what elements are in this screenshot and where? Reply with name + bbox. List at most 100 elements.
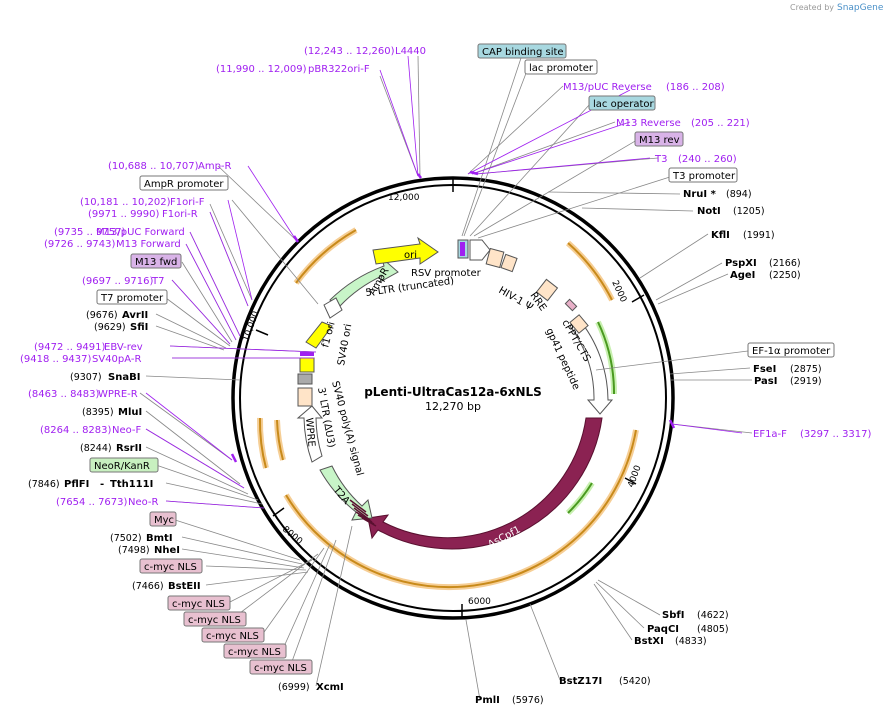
neo-r-pos: (7654 .. 7673) bbox=[56, 497, 128, 508]
m13puc-rev-pos: (186 .. 208) bbox=[666, 82, 725, 93]
credit-prefix: Created by bbox=[790, 3, 834, 12]
wpre-label: WPRE bbox=[303, 417, 317, 447]
agei-pos: (2250) bbox=[769, 270, 801, 281]
avrii-pos: (9676) bbox=[86, 310, 118, 321]
pflfi-sep: - bbox=[100, 479, 104, 490]
sfii-pos: (9629) bbox=[94, 322, 126, 333]
sbfi-pos: (4622) bbox=[697, 610, 729, 621]
t7-name: T7 bbox=[151, 276, 164, 287]
hiv-label: HIV-1 Ψ bbox=[497, 285, 535, 313]
lac-operator-box bbox=[588, 95, 656, 111]
gp41-arrow bbox=[569, 317, 614, 415]
neor-box bbox=[89, 457, 159, 473]
agei-name: AgeI bbox=[730, 270, 755, 281]
ampr-promoter-shape bbox=[323, 297, 343, 319]
cmyc-nls-box-6 bbox=[249, 659, 313, 675]
kfli-pos: (1991) bbox=[743, 230, 775, 241]
xcmi-pos: (6999) bbox=[278, 682, 310, 693]
t7-promoter-box bbox=[96, 289, 168, 305]
bstxi-name: BstXI bbox=[634, 636, 664, 647]
m13-forward-pos: (9726 .. 9743) bbox=[44, 239, 116, 250]
pspxi-pos: (2166) bbox=[769, 258, 801, 269]
bstz17i-name: BstZ17I bbox=[559, 676, 602, 687]
ltr3-box bbox=[297, 387, 313, 407]
fsei-name: FseI bbox=[753, 364, 776, 375]
t7-promoter-label: T7 promoter bbox=[100, 293, 164, 304]
rsrii-pos: (8244) bbox=[80, 443, 112, 454]
cmyc-nls-label-2: c-myc NLS bbox=[172, 599, 225, 610]
f1ori-arrow bbox=[305, 321, 333, 349]
cmyc-nls-label-5: c-myc NLS bbox=[228, 647, 281, 658]
bstz17i-pos: (5420) bbox=[619, 676, 651, 687]
nrui-name: NruI * bbox=[683, 189, 717, 200]
bmti-name: BmtI bbox=[146, 533, 173, 544]
sv40pa-label: SV40 poly(A) signal bbox=[329, 380, 365, 477]
paqci-name: PaqCI bbox=[647, 624, 679, 635]
cmyc-nls-box-1 bbox=[139, 558, 203, 574]
f1ori-r-pos: (9971 .. 9990) bbox=[88, 209, 160, 220]
cmyc-nls-label-1: c-myc NLS bbox=[144, 562, 197, 573]
m13puc-rev-name: M13/pUC Reverse bbox=[563, 82, 652, 93]
ampr-p-name: Amp-R bbox=[198, 161, 232, 172]
cppt-box bbox=[564, 298, 578, 312]
m13-fwd-box bbox=[130, 253, 182, 269]
pbr322-pos: (11,990 .. 12,009) bbox=[216, 64, 307, 75]
pmli-name: PmlI bbox=[475, 695, 500, 706]
bmti-pos: (7502) bbox=[110, 533, 142, 544]
ef1a-promoter-box bbox=[747, 342, 835, 358]
wpre-arrow bbox=[296, 405, 324, 463]
cap-binding-box bbox=[477, 43, 567, 59]
green-orf-lines bbox=[567, 321, 616, 514]
credit-brand: SnapGene bbox=[837, 3, 884, 13]
avrii-name: AvrII bbox=[122, 310, 148, 321]
gp41-box bbox=[569, 314, 589, 334]
cmyc-nls-label-3: c-myc NLS bbox=[188, 615, 241, 626]
noti-pos: (1205) bbox=[733, 206, 765, 217]
bstxi-pos: (4833) bbox=[675, 636, 707, 647]
ltr5-box bbox=[485, 247, 505, 269]
ampr-promoter-box bbox=[139, 175, 229, 191]
tick-12000: 12,000 bbox=[388, 193, 420, 203]
tick-6000: 6000 bbox=[468, 597, 491, 607]
neor-label: NeoR/KanR bbox=[94, 461, 150, 472]
sv40ori-label: SV40 ori bbox=[336, 323, 354, 366]
m13-rev-box bbox=[634, 131, 684, 147]
m13-forward-name: M13 Forward bbox=[116, 239, 181, 250]
sbfi-name: SbfI bbox=[662, 610, 684, 621]
ampr-arrow bbox=[329, 256, 399, 307]
t3-pos: (240 .. 260) bbox=[678, 154, 737, 165]
l4440-pos: (12,243 .. 12,260) bbox=[304, 46, 395, 57]
neo-f-name: Neo-F bbox=[112, 425, 142, 436]
hiv-box bbox=[500, 253, 518, 273]
tick-2000: 2000 bbox=[609, 279, 628, 304]
lac-promoter-box bbox=[524, 59, 598, 75]
bsteii-pos: (7466) bbox=[132, 581, 164, 592]
ef1a-f-pos: (3297 .. 3317) bbox=[800, 429, 872, 440]
lac-promoter-label: lac promoter bbox=[529, 63, 594, 74]
t3-promoter-label: T3 promoter bbox=[672, 171, 736, 182]
m13-reverse-name: M13 Reverse bbox=[616, 118, 681, 129]
sv40pa-r-pos: (9418 .. 9437) bbox=[20, 354, 92, 365]
tick-marks bbox=[255, 178, 645, 618]
rsv-label: RSV promoter bbox=[411, 268, 482, 279]
nrui-pos: (894) bbox=[726, 189, 752, 200]
pmli-pos: (5976) bbox=[512, 695, 544, 706]
wpre-r-name: WPRE-R bbox=[98, 389, 138, 400]
cmyc-stripes bbox=[349, 499, 377, 527]
plasmid-size: 12,270 bp bbox=[425, 400, 481, 413]
pbr322-name: pBR322ori-F bbox=[308, 64, 370, 75]
myc-label: Myc bbox=[154, 515, 174, 526]
cmyc-nls-box-4 bbox=[201, 627, 265, 643]
f1ori-f-name: F1ori-F bbox=[170, 197, 205, 208]
paqci-pos: (4805) bbox=[697, 624, 729, 635]
t3-name: T3 bbox=[654, 154, 667, 165]
lac-operator-label: lac operator bbox=[593, 99, 654, 110]
cap-binding-label: CAP binding site bbox=[482, 47, 564, 58]
ampr-p-pos: (10,688 .. 10,707) bbox=[108, 161, 199, 172]
neo-r-name: Neo-R bbox=[128, 497, 159, 508]
ascpf1-arrow bbox=[367, 417, 603, 550]
cmyc-nls-box-3 bbox=[183, 611, 247, 627]
m13-reverse-pos: (205 .. 221) bbox=[691, 118, 750, 129]
ori-arrow bbox=[372, 236, 439, 265]
